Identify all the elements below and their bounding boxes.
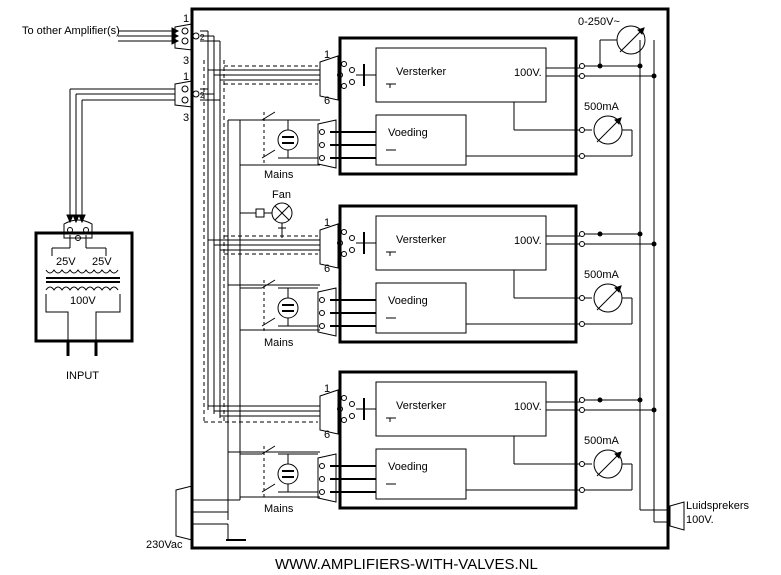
- primary-label: 100V: [70, 295, 96, 307]
- mains-input-label: 230Vac: [146, 539, 183, 551]
- socket-pin-1-label: 1: [324, 383, 330, 395]
- pin-1-label-input: 1: [183, 71, 189, 83]
- power-supply-block: [375, 448, 467, 500]
- ammeter-label: 500mA: [584, 435, 620, 447]
- amplifier-module: Versterker 100V. Voeding 1 6: [240, 204, 657, 349]
- input-transformer: 25V 25V 100V: [34, 219, 134, 356]
- socket-pin-1-label: 1: [324, 49, 330, 61]
- secondary-left-label: 25V: [56, 256, 76, 268]
- website-label: WWW.AMPLIFIERS-WITH-VALVES.NL: [275, 556, 538, 573]
- pin-2-label-input: 2: [200, 91, 205, 100]
- to-other-amplifiers-label: To other Amplifier(s): [22, 25, 120, 37]
- socket-pin-6-label: 6: [324, 95, 330, 107]
- ammeter-label: 500mA: [584, 269, 620, 281]
- module-enclosure: [338, 36, 578, 176]
- din-connector-input: 1 3 2: [174, 71, 205, 124]
- amplifier-output-label: 100V.: [514, 401, 542, 413]
- voltmeter: [599, 25, 646, 68]
- pin-3-label-link: 3: [183, 55, 189, 67]
- input-wires: [66, 88, 175, 224]
- ammeter-label: 500mA: [584, 101, 620, 113]
- socket-pin-6-label: 6: [324, 429, 330, 441]
- pin-2-label-link: 2: [200, 33, 205, 42]
- power-supply-label: Voeding: [388, 295, 428, 307]
- amplifier-output-label: 100V.: [514, 235, 542, 247]
- din-connector-link: 1 3 2: [174, 13, 205, 67]
- power-supply-label: Voeding: [388, 127, 428, 139]
- neon-lamp-icon: [277, 129, 299, 151]
- mains-label: Mains: [264, 337, 294, 349]
- signal-bus: [200, 30, 320, 423]
- mains-label: Mains: [264, 169, 294, 181]
- loudspeakers-label: Luidsprekers: [686, 500, 749, 512]
- main-enclosure: [190, 7, 670, 550]
- module-enclosure: [338, 204, 578, 344]
- loudspeakers-voltage-label: 100V.: [686, 514, 714, 526]
- fan: Fan: [240, 189, 293, 238]
- secondary-right-label: 25V: [92, 256, 112, 268]
- voltmeter-label: 0-250V~: [578, 16, 620, 28]
- socket-pin-1-label: 1: [324, 217, 330, 229]
- mains-label: Mains: [264, 503, 294, 515]
- speaker-output-bus: [639, 40, 685, 531]
- fan-label: Fan: [272, 189, 291, 201]
- amplifier-label: Versterker: [396, 234, 446, 246]
- socket-pin-6-label: 6: [324, 263, 330, 275]
- neon-lamp-icon: [277, 297, 299, 319]
- power-supply-label: Voeding: [388, 461, 428, 473]
- pin-1-label-link: 1: [183, 13, 189, 25]
- amplifier-output-label: 100V.: [514, 67, 542, 79]
- power-supply-block: [375, 114, 467, 166]
- link-out-lines: [118, 27, 180, 45]
- input-label: INPUT: [66, 370, 99, 382]
- module-enclosure: [338, 370, 578, 510]
- power-supply-block: [375, 282, 467, 334]
- mains-bus: [175, 119, 320, 541]
- pin-3-label-input: 3: [183, 112, 189, 124]
- amplifier-module: Versterker 100V. Voeding 1 6: [240, 36, 657, 181]
- amplifier-module: Versterker 100V. Voeding 1 6: [240, 370, 657, 515]
- neon-lamp-icon: [277, 463, 299, 485]
- amplifier-label: Versterker: [396, 66, 446, 78]
- amplifier-label: Versterker: [396, 400, 446, 412]
